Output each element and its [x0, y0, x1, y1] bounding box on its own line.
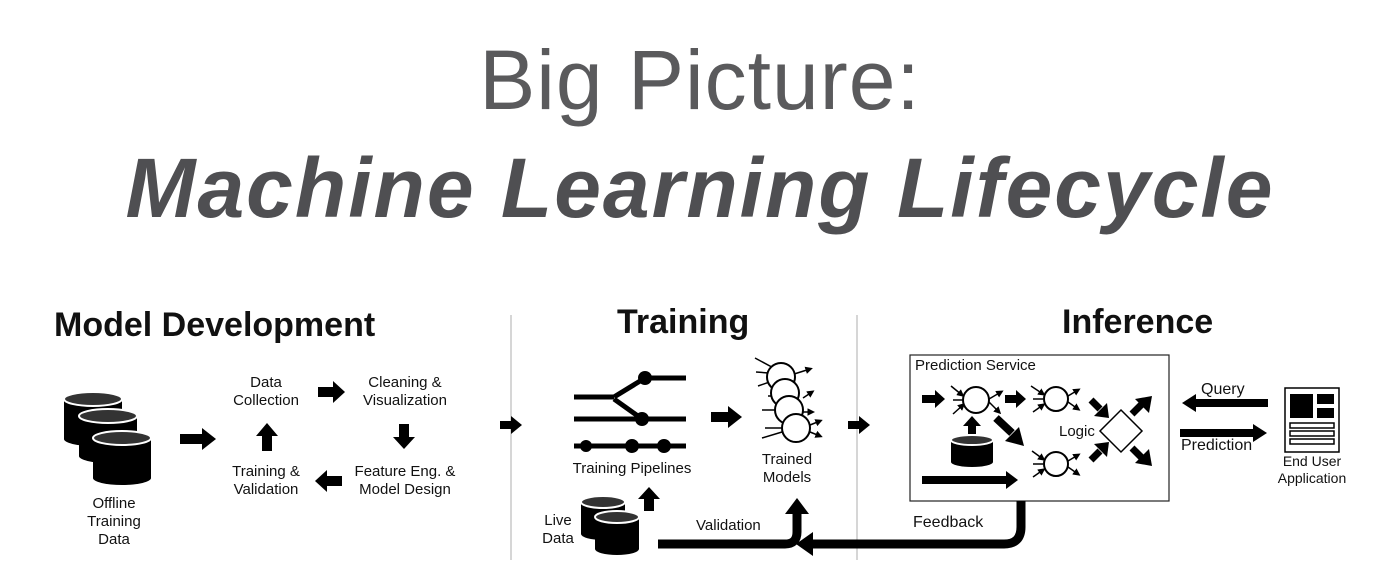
label-cleaning-visualization: Cleaning & Visualization [363, 374, 447, 409]
feedback-arrowhead [796, 532, 813, 556]
arrow-db-to-neuron [963, 416, 981, 434]
arrow-logic-down [1129, 445, 1152, 466]
section-model-development: Model Development [54, 306, 376, 344]
offline-data-icon [63, 391, 152, 485]
label-feature-engineering: Feature Eng. & Model Design [354, 463, 456, 498]
arrow-training-to-inference [848, 416, 870, 434]
arrow-down-loop [393, 424, 415, 449]
label-training-validation: Training & Validation [232, 463, 300, 498]
arrow-neuron1-to-neuron2 [1005, 390, 1026, 408]
training-pipelines-icon [574, 371, 686, 453]
arrow-pipelines-to-models [711, 406, 742, 428]
validation-path [658, 513, 802, 549]
label-validation: Validation [696, 517, 761, 534]
arrow-neuron1-to-neuron3 [993, 415, 1024, 446]
arrow-left-loop [315, 470, 342, 492]
arrow-logic-up [1129, 396, 1152, 417]
label-prediction: Prediction [1181, 437, 1253, 454]
arrow-neuron2-to-logic [1088, 397, 1109, 418]
live-data-icon [580, 495, 640, 555]
label-prediction-service: Prediction Service [915, 357, 1036, 374]
label-data-collection: Data Collection [233, 374, 299, 409]
label-training-pipelines: Training Pipelines [572, 460, 692, 477]
neuron-3 [1031, 450, 1081, 478]
validation-arrowhead [785, 498, 809, 514]
arrow-neuron3-to-logic [1088, 442, 1109, 463]
arrow-offline-to-loop [180, 428, 216, 450]
arrow-service-bottom [922, 471, 1018, 489]
label-query: Query [1201, 381, 1245, 398]
title-line-1: Big Picture: [479, 33, 921, 127]
label-end-user-application: End User Application [1277, 453, 1347, 486]
label-offline-data: Offline Training Data [87, 495, 141, 548]
arrow-right-loop [318, 381, 345, 403]
neuron-1 [950, 385, 1004, 415]
arrow-service-input [922, 390, 945, 408]
label-feedback: Feedback [913, 514, 984, 531]
feedback-path [812, 501, 1026, 549]
section-training: Training [617, 303, 750, 341]
service-db-icon [950, 434, 994, 467]
label-live-data: Live Data [542, 512, 574, 547]
section-inference: Inference [1062, 303, 1214, 341]
logic-diamond [1098, 408, 1144, 454]
arrow-up-loop [256, 423, 278, 451]
neuron-2 [1030, 385, 1081, 413]
query-arrow [1182, 394, 1268, 412]
arrow-dev-to-training [500, 416, 522, 434]
prediction-arrow [1180, 424, 1267, 442]
title-line-2: Machine Learning Lifecycle [125, 141, 1275, 235]
trained-models-icon [754, 357, 823, 443]
label-trained-models: Trained Models [761, 451, 813, 486]
end-user-app-icon [1284, 387, 1340, 453]
arrow-live-data-up [638, 487, 660, 511]
label-logic: Logic [1059, 423, 1095, 440]
